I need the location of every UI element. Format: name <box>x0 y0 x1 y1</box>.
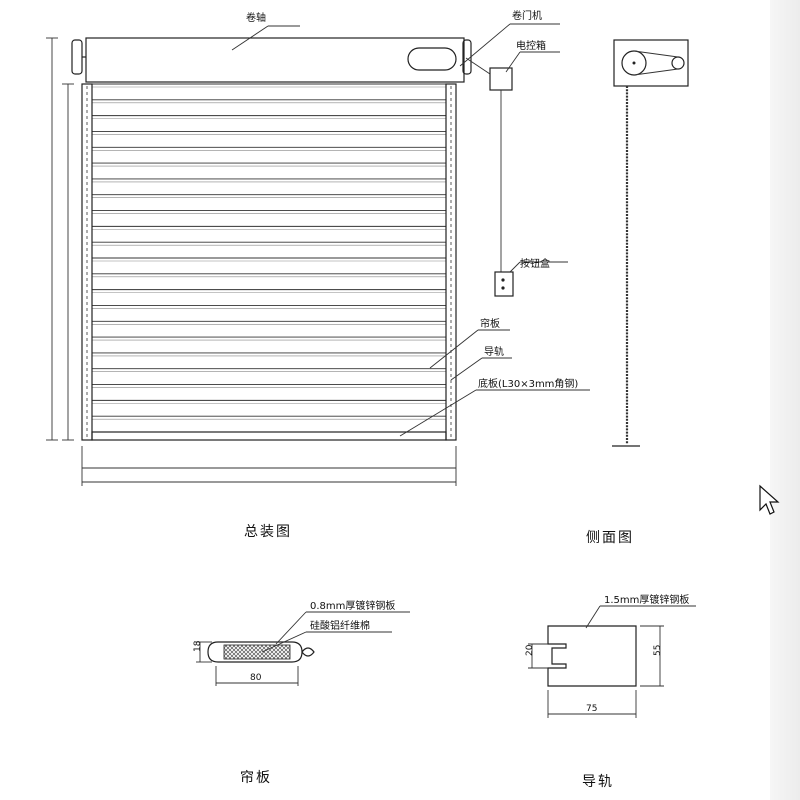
caption-slat: 帘板 <box>240 770 272 786</box>
curtain-slats <box>92 83 446 433</box>
rail-width-dim: 75 <box>586 704 597 714</box>
label-button-box: 按钮盒 <box>520 257 550 270</box>
window-scrollbar[interactable] <box>770 0 800 800</box>
door-motor <box>407 47 457 71</box>
rail-detail: 20 55 75 1.5mm厚镀锌钢板 导轨 <box>525 593 696 790</box>
label-door-motor: 卷门机 <box>512 9 542 22</box>
guide-rail-left <box>81 83 93 441</box>
button-box <box>494 271 514 297</box>
slat-width-dim: 80 <box>250 673 262 683</box>
mouse-cursor-icon <box>759 484 780 515</box>
shaft-end-left <box>71 39 83 75</box>
side-motor-housing <box>613 39 689 87</box>
slat-material-2: 硅酸铝纤维棉 <box>310 619 370 632</box>
slat-insulation <box>223 644 291 660</box>
caption-side-view: 侧面图 <box>586 530 634 546</box>
rail-material: 1.5mm厚镀锌钢板 <box>604 593 689 606</box>
label-guide-rail: 导轨 <box>484 345 504 358</box>
rail-section-outline <box>547 625 637 687</box>
assembly-view: 卷轴 卷门机 电控箱 按钮盒 帘板 导轨 底板(L30×3mm角钢) 总装图 <box>46 9 590 540</box>
rail-slot-dim: 20 <box>525 644 535 656</box>
slat-section-outline <box>207 641 303 663</box>
bottom-plate <box>91 431 447 441</box>
side-pulley <box>671 56 685 70</box>
rail-height-dim: 55 <box>653 645 663 656</box>
caption-rail: 导轨 <box>582 774 614 790</box>
label-control-box: 电控箱 <box>516 39 546 52</box>
roller-shaft-body <box>85 37 465 83</box>
label-curtain-slat: 帘板 <box>480 317 500 330</box>
label-roller-shaft: 卷轴 <box>246 11 266 24</box>
side-view: 侧面图 <box>586 39 689 546</box>
slat-material-1: 0.8mm厚镀锌钢板 <box>310 599 395 612</box>
label-bottom-plate: 底板(L30×3mm角钢) <box>478 377 578 390</box>
caption-assembly: 总装图 <box>244 524 292 540</box>
slat-detail: 18 80 0.8mm厚镀锌钢板 硅酸铝纤维棉 帘板 <box>193 599 410 786</box>
slat-height-dim: 18 <box>193 640 203 652</box>
control-box <box>489 67 513 91</box>
guide-rail-right <box>445 83 457 441</box>
